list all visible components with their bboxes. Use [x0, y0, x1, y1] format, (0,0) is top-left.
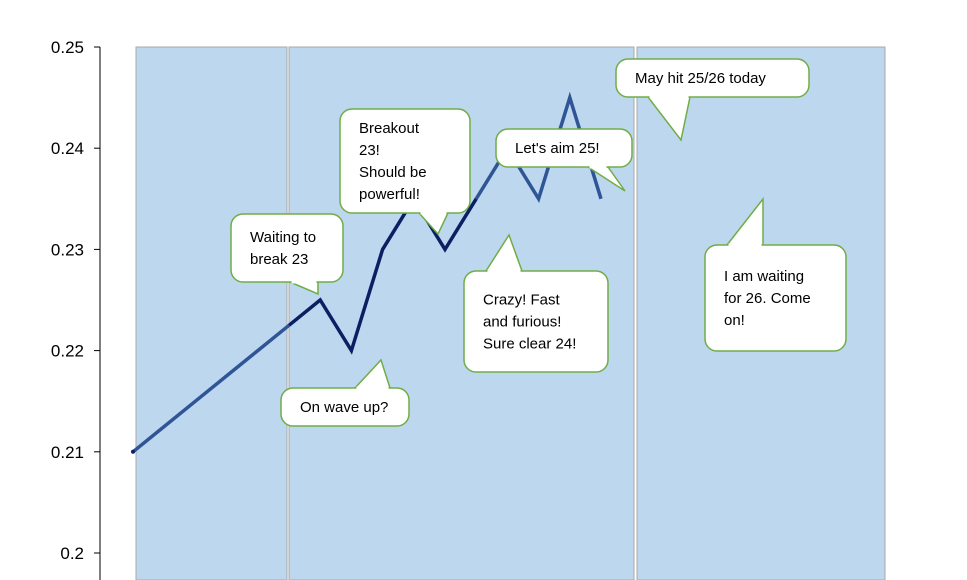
- callout-bubble: Breakout 23! Should be powerful!: [339, 108, 471, 236]
- callout-text-line: 23!: [359, 142, 380, 159]
- series-start-point: [131, 449, 135, 454]
- y-tick-label: 0.24: [51, 139, 84, 158]
- callout-bubble: I am waiting for 26. Come on!: [704, 196, 847, 352]
- callout-text-line: On wave up?: [300, 399, 388, 416]
- callout-text-line: Waiting to: [250, 229, 316, 246]
- callout-text-line: Should be: [359, 164, 427, 181]
- callout-box: [280, 387, 410, 427]
- callout-text-line: powerful!: [359, 186, 420, 203]
- callout-text-line: Crazy! Fast: [483, 292, 561, 309]
- callout-box: [615, 58, 810, 98]
- callout-box: [339, 108, 471, 214]
- callout-box: [463, 270, 609, 373]
- y-tick-label: 0.23: [51, 240, 84, 259]
- callout-bubble: May hit 25/26 today: [615, 58, 810, 142]
- callout-box: [495, 128, 633, 168]
- callouts: Waiting to break 23 On wave up? Breakout 23!…: [230, 58, 847, 427]
- callout-text-line: May hit 25/26 today: [635, 70, 766, 87]
- callout-text-line: I am waiting: [724, 268, 804, 285]
- callout-text-line: Sure clear 24!: [483, 336, 576, 353]
- series-line-segment: [287, 195, 478, 355]
- callout-box: [704, 244, 847, 352]
- callout-text-line: Let's aim 25!: [515, 140, 600, 157]
- callout-text-line: break 23: [250, 251, 308, 268]
- y-axis: 0.25 0.24 0.23 0.22 0.21 0.2: [51, 38, 101, 580]
- callout-box: [230, 213, 344, 283]
- y-tick-label: 0.2: [60, 544, 84, 563]
- callout-text-line: Breakout: [359, 120, 420, 137]
- callout-text-line: on!: [724, 312, 745, 329]
- y-tick-label: 0.21: [51, 443, 84, 462]
- shaded-band: [135, 46, 288, 580]
- callout-bubble: Waiting to break 23: [230, 213, 344, 296]
- callout-text-line: for 26. Come: [724, 290, 811, 307]
- y-tick-label: 0.25: [51, 38, 84, 57]
- y-tick-label: 0.22: [51, 342, 84, 361]
- series-line-segment: [131, 323, 291, 454]
- callout-bubble: Let's aim 25!: [495, 128, 633, 192]
- callout-text-line: and furious!: [483, 314, 561, 331]
- callout-bubble: Crazy! Fast and furious! Sure clear 24!: [463, 233, 609, 373]
- callout-bubble: On wave up?: [280, 358, 410, 427]
